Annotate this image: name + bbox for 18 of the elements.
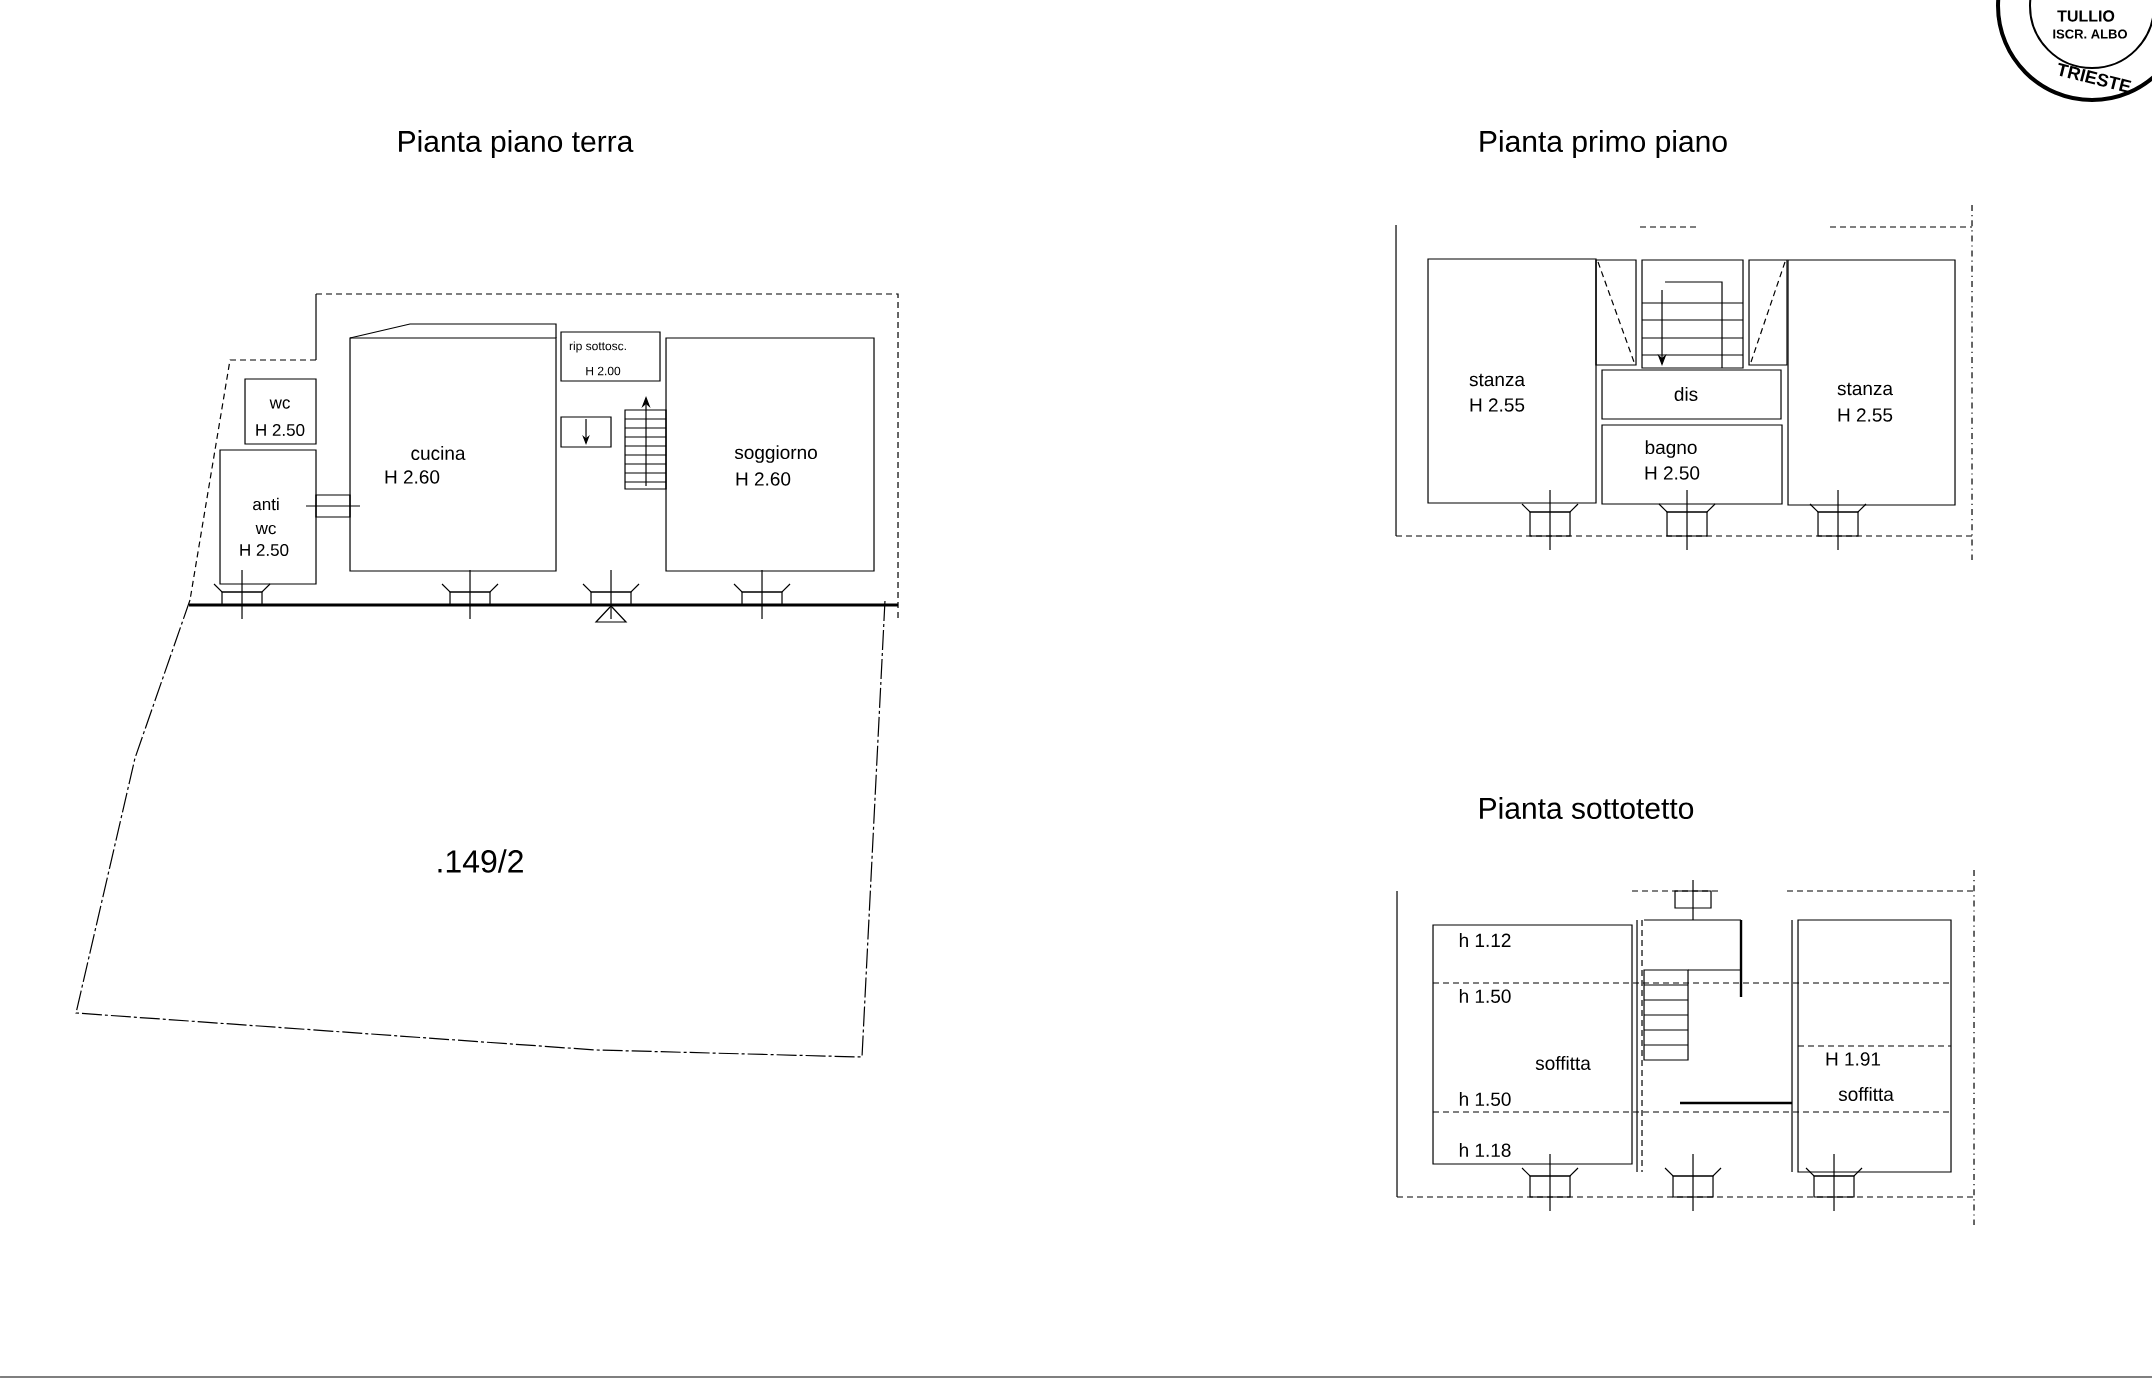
room-box: h 1.12 h 1.50 soffitta h 1.50 h 1.18 [1432, 924, 1633, 1165]
room-box: stanza H 2.55 [1427, 258, 1597, 504]
room-box: bagno H 2.50 [1601, 424, 1783, 505]
stamp-text: ISCR. ALBO [2053, 29, 2127, 39]
room-box: anti wc H 2.50 [219, 449, 317, 585]
plan-title: Pianta piano terra [399, 130, 634, 158]
room-box: wc H 2.50 [244, 378, 317, 445]
room-box: stanza H 2.55 [1787, 259, 1956, 506]
land-parcel: .149/2 [75, 599, 886, 1058]
plan-title: Pianta primo piano [1480, 130, 1727, 158]
room-box: cucina H 2.60 [349, 337, 557, 572]
stamp-text: TRIESTE [2058, 62, 2132, 94]
room-box: H 1.91 soffitta [1797, 919, 1952, 1173]
room-box: dis [1601, 369, 1782, 420]
room-box: rip sottosc. H 2.00 [560, 331, 661, 382]
stamp-text: TULLIO [2057, 10, 2115, 22]
room-box: soggiorno H 2.60 [665, 337, 875, 572]
plan-title: Pianta sottotetto [1480, 797, 1694, 819]
